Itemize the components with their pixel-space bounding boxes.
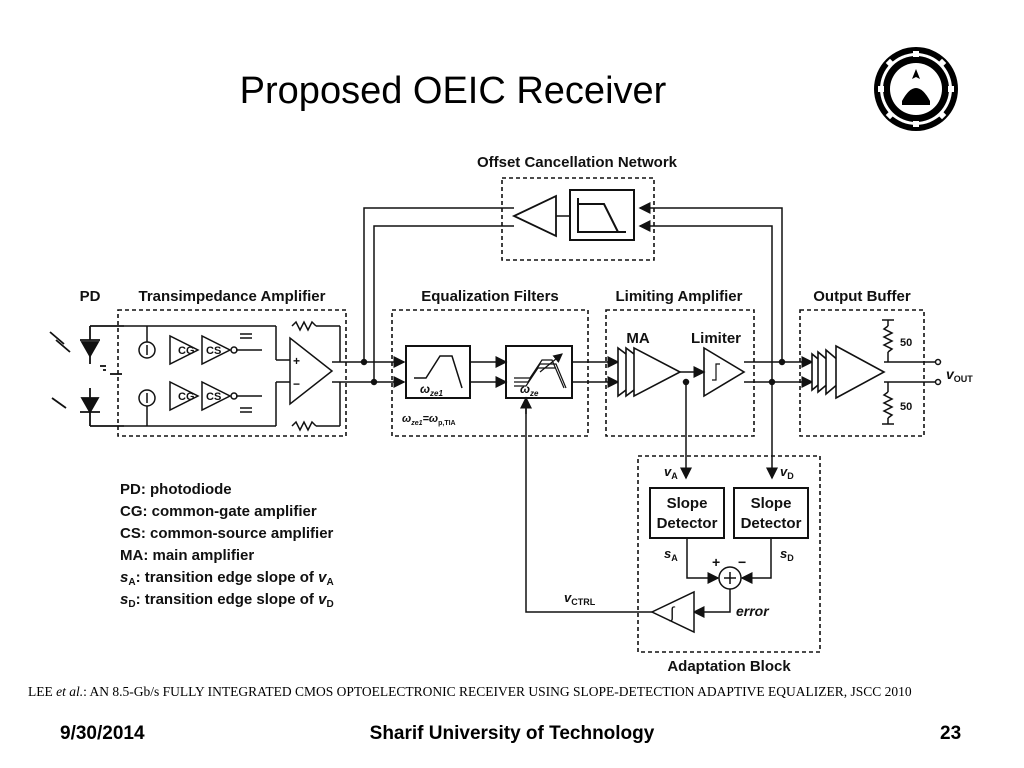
sharif-university-seal-icon	[874, 47, 958, 131]
sense-line-top	[638, 202, 783, 362]
vd-label: vD	[780, 464, 794, 481]
footer-page-number: 23	[940, 723, 962, 744]
cg-label-top: CG	[178, 345, 195, 357]
photodiode-icon	[49, 325, 124, 427]
legend-item: sA: transition edge slope of vA	[120, 569, 334, 588]
main-amplifier-icon	[617, 346, 682, 398]
eq-note: ωze1=ωp,TIA	[402, 413, 456, 427]
legend-item: sD: transition edge slope of vD	[120, 591, 334, 610]
vctrl-label: vCTRL	[564, 590, 596, 607]
eq-filter-2	[505, 345, 573, 399]
limiter-icon	[703, 346, 746, 398]
slope-detector-a-line1: Slope	[667, 495, 708, 512]
slope-detector-d-line1: Slope	[751, 495, 792, 512]
legend-item: CS: common-source amplifier	[120, 525, 334, 542]
reference-citation: LEE et al.: AN 8.5-Gb/s FULLY INTEGRATED…	[28, 684, 912, 699]
sd-label: sD	[780, 546, 794, 563]
footer-date: 9/30/2014	[60, 723, 145, 744]
cs-label-top: CS	[206, 345, 221, 357]
va-label: vA	[664, 464, 678, 481]
adaptation-block	[637, 455, 821, 653]
tia-minus: −	[293, 377, 300, 391]
cg-label-bottom: CG	[178, 391, 195, 403]
eq-lines	[470, 356, 620, 388]
adaptation-lines	[520, 396, 772, 634]
slope-detector-d	[733, 487, 809, 539]
offset-amp-icon	[511, 194, 557, 238]
pd-label: PD	[80, 288, 101, 305]
sum-minus: −	[738, 554, 746, 570]
lowpass-response-icon	[577, 198, 626, 233]
limiter-label: Limiter	[691, 330, 741, 347]
eq-filter-1-label: ωze1	[420, 382, 443, 398]
slope-detector-d-line2: Detector	[741, 515, 802, 532]
error-label: error	[736, 603, 770, 619]
integrator-symbol: ∫	[669, 605, 676, 622]
ob-block	[799, 309, 925, 437]
output-buffer-icon	[811, 344, 886, 400]
legend-item: MA: main amplifier	[120, 547, 254, 564]
footer-institution: Sharif University of Technology	[369, 723, 655, 744]
tia-internal	[124, 320, 341, 432]
adaptation-label: Adaptation Block	[667, 658, 791, 675]
sense-line-bottom	[638, 220, 773, 382]
sum-plus: +	[712, 554, 720, 570]
oeic-receiver-diagram: Offset Cancellation Network PD Transimpe…	[49, 154, 973, 675]
offset-network-label: Offset Cancellation Network	[477, 154, 678, 171]
vout-label: vOUT	[946, 366, 973, 384]
eq-filter-1	[405, 345, 471, 399]
signal-lines	[332, 356, 406, 388]
la-block	[605, 309, 755, 437]
eq-filter-2-label: ωze	[520, 382, 539, 398]
ob-label: Output Buffer	[813, 288, 911, 305]
legend-item: CG: common-gate amplifier	[120, 503, 317, 520]
r50-bottom-label: 50	[900, 401, 912, 413]
eq-label: Equalization Filters	[421, 288, 559, 305]
la-lines	[680, 356, 814, 480]
la-label: Limiting Amplifier	[616, 288, 743, 305]
feedback-line-top	[363, 207, 514, 362]
eq-block	[391, 309, 589, 437]
feedback-line-bottom	[373, 225, 514, 382]
legend: PD: photodiode CG: common-gate amplifier…	[120, 481, 334, 610]
output-resistors	[882, 319, 942, 425]
slope-detector-a	[649, 487, 725, 539]
tia-block	[117, 309, 347, 437]
offset-network-block	[501, 177, 655, 261]
tia-label: Transimpedance Amplifier	[138, 288, 325, 305]
legend-item: PD: photodiode	[120, 481, 232, 498]
sa-label: sA	[664, 546, 678, 563]
ma-label: MA	[626, 330, 649, 347]
r50-top-label: 50	[900, 337, 912, 349]
cs-label-bottom: CS	[206, 391, 221, 403]
slide-title: Proposed OEIC Receiver	[239, 70, 667, 112]
tia-plus: +	[293, 354, 300, 368]
slope-detector-a-line2: Detector	[657, 515, 718, 532]
